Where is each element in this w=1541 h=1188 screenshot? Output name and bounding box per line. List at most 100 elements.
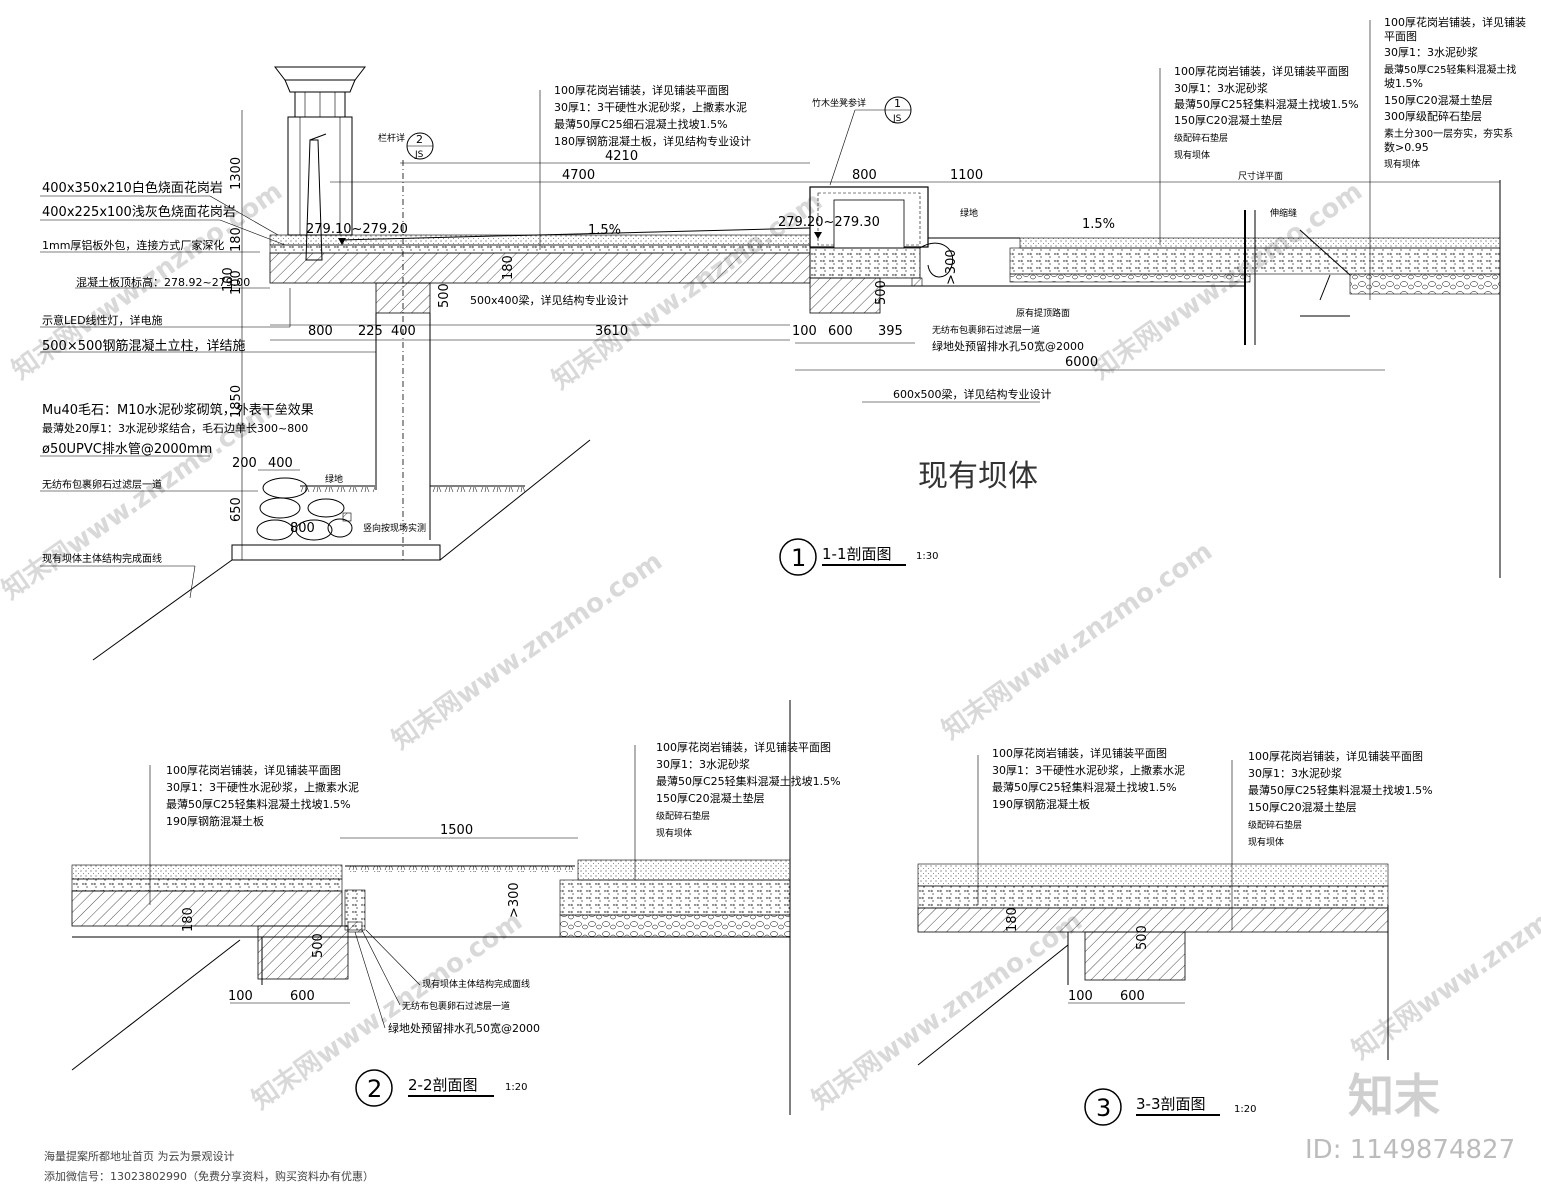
note: 无纺布包裹卵石过滤层一道 <box>42 478 162 491</box>
beam-600x500 <box>809 277 881 314</box>
section3-labels: 100厚花岗岩铺装，详见铺装平面图 30厚1：3干硬性水泥砂浆，上撒素水泥 最薄… <box>992 746 1433 1126</box>
section-number: 3 <box>1096 1094 1111 1122</box>
note: 级配碎石垫层 <box>1174 132 1228 144</box>
note: 无纺布包裹卵石过滤层一道 <box>402 1000 510 1012</box>
dim: 600 <box>290 989 315 1004</box>
watermark-text: 知末网www.znzmo.com <box>937 536 1218 745</box>
note: Mu40毛石：M10水泥砂浆砌筑，外表干垒效果 <box>42 402 314 418</box>
dim: >300 <box>507 882 522 918</box>
note: 30厚1：3水泥砂浆 <box>1174 81 1268 95</box>
note: 190厚钢筋混凝土板 <box>992 797 1090 811</box>
note: 400x350x210白色烧面花岗岩 <box>42 180 223 196</box>
section-scale: 1:20 <box>505 1082 527 1093</box>
note: 现有坝体主体结构完成面线 <box>422 978 530 990</box>
beam <box>1084 931 1186 981</box>
label: 竖向按现场实测 <box>363 522 426 534</box>
note: 300厚级配碎石垫层 <box>1384 109 1482 123</box>
dim: 500 <box>1135 925 1150 950</box>
ref-label: 竹木坐凳参详 <box>812 97 866 109</box>
dim: 800 <box>308 324 333 339</box>
note: 30厚1：3水泥砂浆 <box>1248 766 1342 780</box>
dim: 500 <box>437 283 452 308</box>
dim: 100 <box>1068 989 1093 1004</box>
dim: 600 <box>1120 989 1145 1004</box>
note: 现有坝体 <box>1174 149 1210 161</box>
dim: 4210 <box>605 149 638 164</box>
section-number: 2 <box>367 1075 382 1103</box>
note: 最薄50厚C25轻集料混凝土找坡1.5% <box>1248 783 1433 797</box>
dim: 180 <box>229 227 244 252</box>
note: 30厚1：3干硬性水泥砂浆，上撒素水泥 <box>554 100 747 114</box>
beam <box>257 925 349 980</box>
dim: 180 <box>181 907 196 932</box>
dim: 1500 <box>440 823 473 838</box>
note: 190厚钢筋混凝土板 <box>166 814 264 828</box>
label: 伸缩缝 <box>1270 207 1297 219</box>
note: 最薄50厚C25轻集料混凝土找 <box>1384 63 1516 76</box>
section1-labels: 400x350x210白色烧面花岗岩 400x225x100浅灰色烧面花岗岩 1… <box>42 15 1526 576</box>
dim: 6000 <box>1065 355 1098 370</box>
note: 150厚C20混凝土垫层 <box>1248 800 1357 814</box>
brand-watermark: 知末 ID: 1149874827 <box>1305 1069 1515 1165</box>
note: 现有坝体 <box>656 827 692 839</box>
ref-label: 栏杆详 <box>378 132 405 144</box>
dim: 400 <box>268 456 293 471</box>
dim: 1100 <box>950 168 983 183</box>
label: 无纺布包裹卵石过滤层一道 <box>932 324 1040 336</box>
label: 500x400梁，详见结构专业设计 <box>470 293 629 307</box>
label: 绿地处预留排水孔50宽@2000 <box>932 339 1084 353</box>
note: 150厚C20混凝土垫层 <box>1174 113 1283 127</box>
label: 绿地 <box>960 207 978 219</box>
watermark-text: 知末网www.znzmo.com <box>807 906 1088 1115</box>
note: 30厚1：3水泥砂浆 <box>656 757 750 771</box>
label: 600x500梁，详见结构专业设计 <box>893 387 1052 401</box>
section-1-1 <box>40 20 1501 661</box>
watermark-text: 知末网www.znzmo.com <box>387 546 668 755</box>
note: 400x225x100浅灰色烧面花岗岩 <box>42 204 236 220</box>
section-3-3 <box>917 755 1389 1066</box>
label: 尺寸详平面 <box>1238 170 1283 182</box>
dim: 500 <box>311 933 326 958</box>
section-number-bubble <box>1084 1088 1122 1126</box>
note: 最薄50厚C25细石混凝土找坡1.5% <box>554 117 728 131</box>
slab-190 <box>71 890 343 927</box>
note: 数>0.95 <box>1384 141 1429 154</box>
note: 最薄50厚C25轻集料混凝土找坡1.5% <box>992 780 1177 794</box>
dim: 3610 <box>595 324 628 339</box>
footer: 海量提案所都地址首页 为云为景观设计 添加微信号：13023802990（免费分… <box>44 1149 374 1183</box>
footer-line: 添加微信号：13023802990（免费分享资料，购买资料办有优惠） <box>44 1169 374 1183</box>
elevation: 279.10~279.20 <box>306 222 408 237</box>
note: 500×500钢筋混凝土立柱，详结施 <box>42 338 246 354</box>
section-scale: 1:20 <box>1234 1104 1256 1115</box>
dim: 180 <box>1005 907 1020 932</box>
note: 100厚花岗岩铺装，详见铺装平面图 <box>656 740 831 754</box>
dim: 600 <box>828 324 853 339</box>
note: 1mm厚铝板外包，连接方式厂家深化 <box>42 238 224 252</box>
note: 180厚钢筋混凝土板，详见结构专业设计 <box>554 134 751 148</box>
dam-label: 现有坝体 <box>918 459 1038 494</box>
section-title: 2-2剖面图 <box>408 1076 478 1094</box>
note: 30厚1：3水泥砂浆 <box>1384 45 1478 59</box>
dim: 1850 <box>229 385 244 418</box>
lamp-cap <box>273 66 367 81</box>
dim: 100 <box>221 267 236 292</box>
dim: 225 <box>358 324 383 339</box>
note: 100厚花岗岩铺装，详见铺装 <box>1384 15 1526 29</box>
dim: 200 <box>232 456 257 471</box>
note: 现有坝体 <box>1248 836 1284 848</box>
note: 绿地处预留排水孔50宽@2000 <box>388 1021 540 1035</box>
section-title: 1-1剖面图 <box>822 545 892 563</box>
note: 坡1.5% <box>1384 77 1423 90</box>
dim: 800 <box>290 521 315 536</box>
note: 混凝土板顶标高：278.92~279.00 <box>76 275 250 289</box>
note: ø50UPVC排水管@2000mm <box>42 442 212 457</box>
note: 100厚花岗岩铺装，详见铺装平面图 <box>992 746 1167 760</box>
watermark-layer: 知末网www.znzmo.com 知末网www.znzmo.com 知末网www… <box>0 176 1541 1115</box>
dim: 500 <box>874 280 889 305</box>
ref-sheet: JS <box>414 150 424 160</box>
note: 级配碎石垫层 <box>656 810 710 822</box>
dim: 4700 <box>562 168 595 183</box>
note: 最薄处20厚1：3水泥砂浆结合，毛石边单长300~800 <box>42 421 308 435</box>
note: 100厚花岗岩铺装，详见铺装平面图 <box>166 763 341 777</box>
